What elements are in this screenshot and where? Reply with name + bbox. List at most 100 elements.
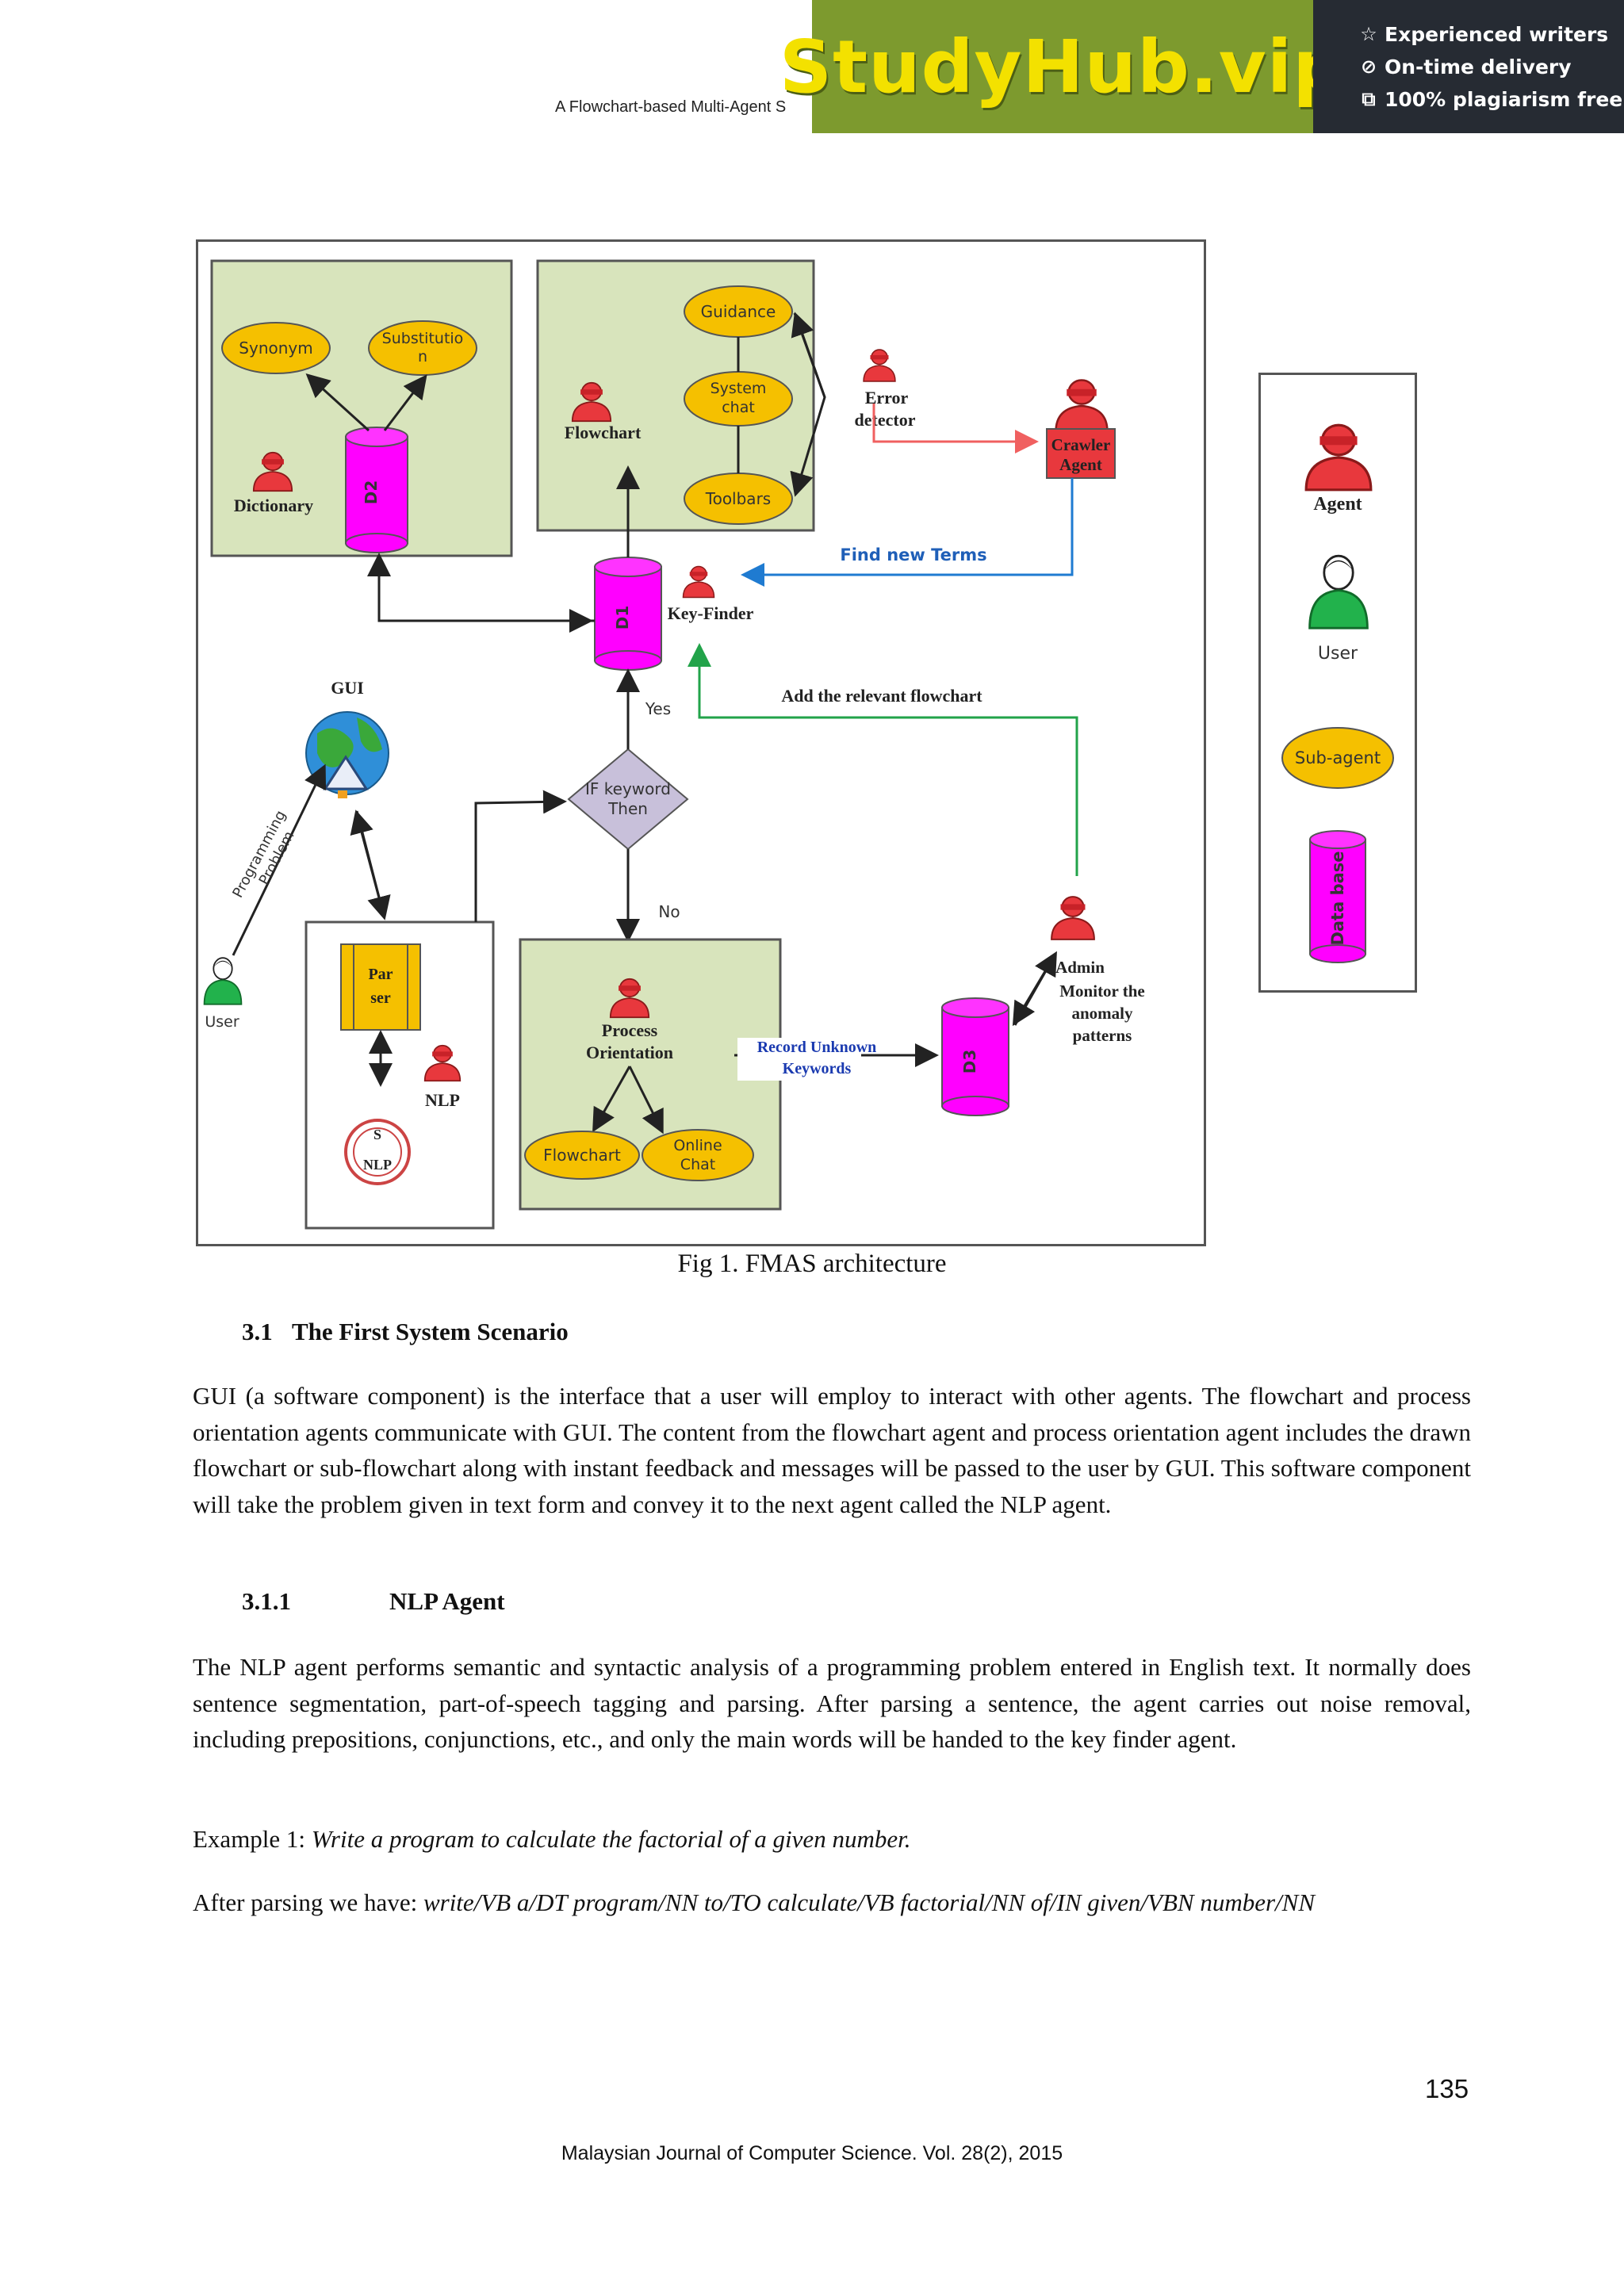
synonym-label: Synonym bbox=[239, 339, 312, 358]
dictionary-box: Synonym Substitutio n D2 Dictionary bbox=[210, 259, 513, 557]
error-detector-label: Error bbox=[865, 388, 909, 408]
gui-label: GUI bbox=[331, 678, 364, 698]
banner-brand-panel: StudyHub.vip bbox=[779, 0, 1345, 133]
feature-text: Experienced writers bbox=[1385, 22, 1609, 46]
decision-label: IF keyword bbox=[585, 779, 671, 798]
add-relevant-flowchart-label: Add the relevant flowchart bbox=[781, 686, 982, 706]
section-3-1-1-number: 3.1.1 bbox=[242, 1587, 291, 1615]
decision-label-cont: Then bbox=[607, 799, 648, 818]
d2-database: D2 bbox=[345, 427, 408, 553]
guidance-label: Guidance bbox=[701, 302, 776, 321]
key-finder-icon bbox=[682, 565, 715, 599]
example-paragraph: Example 1: Write a program to calculate … bbox=[193, 1821, 1471, 1858]
diagram-legend: Agent User Sub-agent Data base bbox=[1258, 373, 1417, 993]
error-detector: Error detector bbox=[855, 349, 1039, 453]
synonym-sub-agent bbox=[221, 322, 331, 374]
legend-sub-agent-label: Sub-agent bbox=[1295, 748, 1381, 767]
section-3-1-number: 3.1 bbox=[242, 1318, 273, 1345]
seal-s-label: S bbox=[373, 1127, 381, 1142]
error-detector-icon bbox=[863, 349, 896, 382]
flowchart-agent-label: Flowchart bbox=[565, 423, 642, 442]
anomaly-label: anomaly bbox=[1071, 1004, 1133, 1023]
running-header: A Flowchart-based Multi-Agent S bbox=[555, 98, 787, 116]
gui-node: GUI bbox=[305, 678, 389, 798]
crawler-label: Crawler bbox=[1051, 435, 1111, 454]
flowchart-sub-agent bbox=[524, 1131, 640, 1180]
online-chat-sub-agent bbox=[642, 1129, 754, 1181]
dictionary-agent-label: Dictionary bbox=[234, 496, 313, 515]
feature-item: ⧉ 100% plagiarism free bbox=[1359, 88, 1624, 111]
feature-text: On-time delivery bbox=[1385, 55, 1572, 78]
legend-user-label: User bbox=[1318, 644, 1358, 664]
feature-text: 100% plagiarism free bbox=[1385, 87, 1623, 111]
system-chat-label: System bbox=[710, 380, 767, 397]
fmas-architecture-figure: Synonym Substitutio n D2 Dictionary Guid… bbox=[196, 239, 1206, 1246]
yes-label: Yes bbox=[645, 699, 671, 718]
key-finder-node: D1 Key-Finder bbox=[367, 465, 754, 671]
seal-nlp-label: NLP bbox=[363, 1157, 392, 1173]
parsed-text: write/VB a/DT program/NN to/TO calculate… bbox=[423, 1888, 1316, 1916]
parser-label-cont: ser bbox=[370, 989, 391, 1007]
substitution-label: Substitutio bbox=[382, 330, 464, 347]
orientation-label: Orientation bbox=[586, 1043, 673, 1062]
crawler-agent: Crawler Agent Find new Terms bbox=[741, 379, 1116, 587]
parser-label: Par bbox=[368, 966, 393, 983]
no-label: No bbox=[658, 902, 680, 921]
d3-label: D3 bbox=[960, 1050, 979, 1074]
parsed-paragraph: After parsing we have: write/VB a/DT pro… bbox=[193, 1885, 1471, 1921]
feature-item: ⊘ On-time delivery bbox=[1359, 55, 1624, 78]
online-chat-label-cont: Chat bbox=[680, 1156, 715, 1173]
process-flowchart-label: Flowchart bbox=[543, 1146, 621, 1165]
parsed-label: After parsing we have: bbox=[193, 1888, 423, 1916]
error-detector-label-cont: detector bbox=[855, 410, 916, 430]
copy-icon: ⧉ bbox=[1362, 88, 1376, 110]
example-label: Example 1: bbox=[193, 1825, 312, 1853]
legend-database-label: Data base bbox=[1328, 851, 1347, 945]
studyhub-banner[interactable]: StudyHub.vip ☆ Experienced writers ⊘ On-… bbox=[779, 0, 1624, 133]
clock-icon: ⊘ bbox=[1360, 55, 1377, 78]
parser-box: Par ser S NLP NLP bbox=[304, 920, 495, 1230]
legend-svg: Agent User Sub-agent Data base bbox=[1281, 423, 1394, 963]
legend-sub-agent-shape bbox=[1281, 727, 1394, 789]
star-icon: ☆ bbox=[1360, 23, 1377, 45]
crawler-label-cont: Agent bbox=[1059, 455, 1102, 474]
legend-agent-label: Agent bbox=[1313, 494, 1362, 515]
nlp-agent-label: NLP bbox=[425, 1090, 460, 1110]
section-3-1-1-body: The NLP agent performs semantic and synt… bbox=[193, 1653, 1471, 1753]
admin-icon bbox=[1050, 895, 1096, 941]
substitution-label-cont: n bbox=[418, 348, 427, 365]
decision-node: IF keyword Then Yes No bbox=[567, 668, 689, 943]
banner-brand-logo: StudyHub.vip bbox=[779, 24, 1346, 109]
admin-node: Admin Monitor the anomaly patterns bbox=[1012, 895, 1145, 1045]
architecture-diagram: Synonym Substitutio n D2 Dictionary Guid… bbox=[203, 259, 1145, 1230]
banner-features: ☆ Experienced writers ⊘ On-time delivery… bbox=[1313, 0, 1624, 133]
d3-database: D3 bbox=[941, 997, 1009, 1116]
process-orientation-box: Process Orientation Flowchart Online Cha… bbox=[519, 938, 782, 1211]
toolbars-label: Toolbars bbox=[705, 489, 771, 508]
find-new-terms-label: Find new Terms bbox=[840, 545, 986, 564]
legend-agent-icon bbox=[1304, 423, 1373, 492]
key-finder-label: Key-Finder bbox=[668, 603, 754, 623]
system-chat-label-cont: chat bbox=[722, 399, 755, 416]
admin-label: Admin bbox=[1055, 958, 1105, 977]
d1-label: D1 bbox=[613, 606, 632, 630]
page-number: 135 bbox=[1425, 2074, 1469, 2103]
feature-item: ☆ Experienced writers bbox=[1359, 23, 1624, 46]
legend-user-icon bbox=[1308, 554, 1369, 629]
legend-database-shape bbox=[1309, 830, 1366, 963]
section-3-1-body: GUI (a software component) is the interf… bbox=[193, 1382, 1471, 1518]
d2-label: D2 bbox=[362, 480, 381, 505]
flowchart-box: Guidance System chat Toolbars Flowchart bbox=[536, 259, 826, 532]
journal-footer: Malaysian Journal of Computer Science. V… bbox=[561, 2142, 1063, 2164]
banner-link[interactable] bbox=[812, 0, 1624, 133]
user-label: User bbox=[205, 1013, 239, 1031]
patterns-label: patterns bbox=[1073, 1026, 1132, 1045]
section-3-1-1-title: NLP Agent bbox=[389, 1587, 505, 1615]
figure-caption: Fig 1. FMAS architecture bbox=[677, 1249, 947, 1278]
example-text: Write a program to calculate the factori… bbox=[311, 1825, 911, 1853]
user-icon bbox=[203, 957, 243, 1005]
keywords-label: Keywords bbox=[783, 1060, 852, 1077]
crawler-agent-icon bbox=[1055, 379, 1109, 433]
monitor-label: Monitor the bbox=[1059, 982, 1145, 1001]
process-label: Process bbox=[602, 1020, 658, 1040]
